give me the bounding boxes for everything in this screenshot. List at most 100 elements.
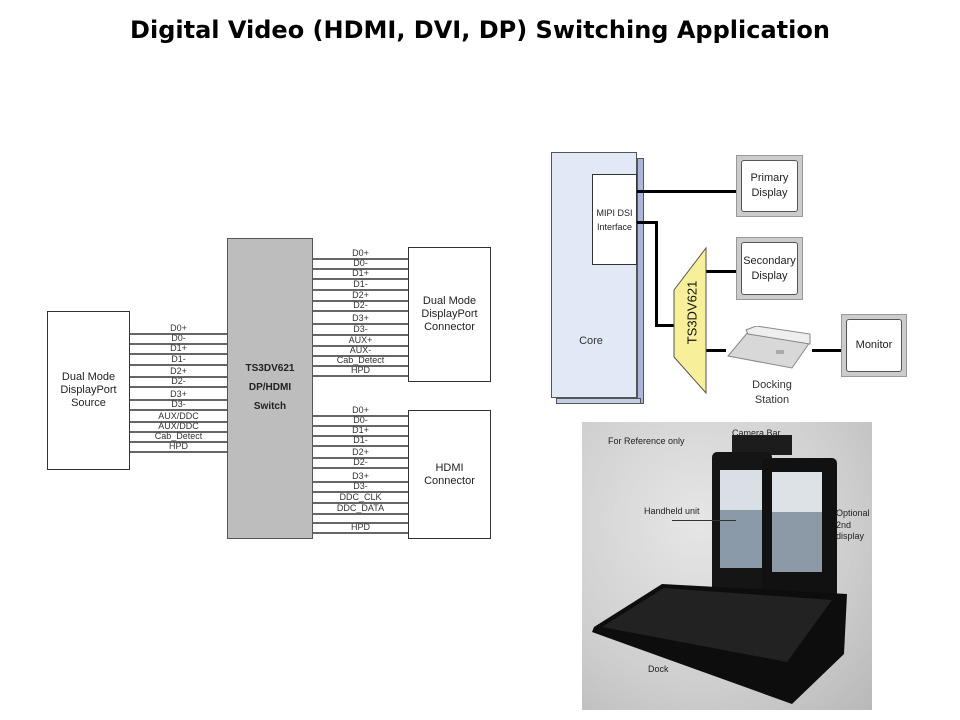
switch-type: DP/HDMI	[248, 382, 292, 393]
signal-label: D2-	[171, 376, 186, 386]
signal-label: D2+	[352, 290, 369, 300]
signal-wire	[313, 375, 408, 377]
signal-wire	[313, 355, 408, 357]
signal-label: D3+	[170, 389, 187, 399]
signal-wire	[130, 441, 227, 443]
signal-wire	[130, 386, 227, 388]
signal-label: D3+	[352, 313, 369, 323]
signal-wire	[313, 300, 408, 302]
primary-display: Primary Display	[736, 155, 803, 217]
mipi-link-c	[655, 324, 677, 327]
docking-station-label: Docking Station	[752, 379, 792, 406]
signal-label: D2-	[353, 300, 368, 310]
signal-label: D0+	[170, 323, 187, 333]
signal-label: D0-	[353, 415, 368, 425]
signal-wire	[313, 532, 408, 534]
mipi-link-b	[655, 221, 658, 327]
signal-wire	[313, 522, 408, 524]
signal-wire	[130, 399, 227, 401]
dp-source-label: Dual Mode DisplayPort Source	[60, 371, 117, 409]
signal-wire	[313, 345, 408, 347]
signal-wire	[130, 451, 227, 453]
signal-label: D0+	[352, 405, 369, 415]
primary-display-label: Primary Display	[741, 160, 798, 212]
dp-connector-box: Dual Mode DisplayPort Connector	[408, 247, 491, 382]
core-bottom	[556, 398, 641, 404]
optional-label: Optional	[836, 508, 870, 518]
signal-wire	[313, 365, 408, 367]
signal-wire	[313, 334, 408, 336]
signal-label: DDC_DATA	[336, 503, 385, 513]
secondary-link	[704, 270, 737, 273]
hdmi-connector-box: HDMI Connector	[408, 410, 491, 539]
signal-wire	[313, 268, 408, 270]
dock-device-image	[592, 435, 847, 704]
ts3dv621-switch-box: TS3DV621 DP/HDMI Switch	[227, 238, 313, 539]
signal-label: Cab_Detect	[154, 431, 203, 441]
signal-wire	[130, 333, 227, 335]
signal-wire	[313, 467, 408, 469]
signal-label: D2+	[352, 447, 369, 457]
signal-label: Cab_Detect	[336, 355, 385, 365]
mux-label: TS3DV621	[684, 280, 700, 345]
signal-wire	[313, 289, 408, 291]
switch-name: TS3DV621	[245, 363, 295, 374]
camera-bar-label: Camera Bar	[732, 428, 781, 438]
core-side	[637, 158, 644, 404]
signal-label: D2+	[170, 366, 187, 376]
signal-label: D1+	[170, 343, 187, 353]
monitor: Monitor	[841, 314, 907, 377]
signal-wire	[313, 513, 408, 515]
signal-label: D1+	[352, 425, 369, 435]
signal-wire	[130, 376, 227, 378]
signal-wire	[130, 409, 227, 411]
handheld-label: Handheld unit	[644, 506, 700, 516]
monitor-link	[812, 349, 842, 352]
signal-label: HPD	[350, 522, 370, 532]
signal-wire	[313, 278, 408, 280]
docking-station-icon	[727, 326, 811, 369]
dp-connector-label: Dual Mode DisplayPort Connector	[421, 295, 478, 333]
dock-label: Dock	[648, 664, 669, 674]
signal-label: AUX/DDC	[158, 421, 199, 431]
signal-wire	[313, 435, 408, 437]
signal-wire	[313, 415, 408, 417]
mipi-label: MIPI DSI Interface	[596, 207, 633, 232]
mipi-link-a	[637, 221, 657, 224]
switch-role: Switch	[253, 401, 287, 412]
signal-label: D0-	[171, 333, 186, 343]
monitor-label: Monitor	[846, 319, 902, 372]
signal-wire	[313, 502, 408, 504]
signal-wire	[130, 353, 227, 355]
hdmi-connector-label: HDMI Connector	[424, 461, 475, 487]
slide-title: Digital Video (HDMI, DVI, DP) Switching …	[130, 16, 830, 44]
signal-wire	[313, 310, 408, 312]
signal-label: D3-	[353, 324, 368, 334]
signal-label: D0-	[353, 258, 368, 268]
second-display-label: 2nd display	[836, 520, 865, 541]
secondary-display-label: Secondary Display	[741, 242, 798, 295]
signal-wire	[313, 258, 408, 260]
signal-wire	[130, 421, 227, 423]
reference-label: For Reference only	[608, 436, 685, 446]
signal-label: D3-	[171, 399, 186, 409]
signal-label: D1-	[353, 435, 368, 445]
signal-label: D3+	[352, 471, 369, 481]
signal-label: D3-	[353, 481, 368, 491]
secondary-display: Secondary Display	[736, 237, 803, 300]
signal-label: DDC_CLK	[339, 492, 382, 502]
signal-label: D1-	[353, 279, 368, 289]
dp-source-box: Dual Mode DisplayPort Source	[47, 311, 130, 470]
mux-trapezoid	[673, 246, 707, 395]
signal-label: AUX/DDC	[158, 411, 199, 421]
product-photo: For Reference only Camera Bar Handheld u…	[582, 422, 872, 710]
signal-label: D2-	[353, 457, 368, 467]
signal-wire	[313, 481, 408, 483]
signal-wire	[130, 364, 227, 366]
signal-label: HPD	[168, 441, 188, 451]
signal-wire	[313, 457, 408, 459]
signal-wire	[313, 445, 408, 447]
primary-link	[637, 190, 737, 193]
signal-wire	[313, 323, 408, 325]
